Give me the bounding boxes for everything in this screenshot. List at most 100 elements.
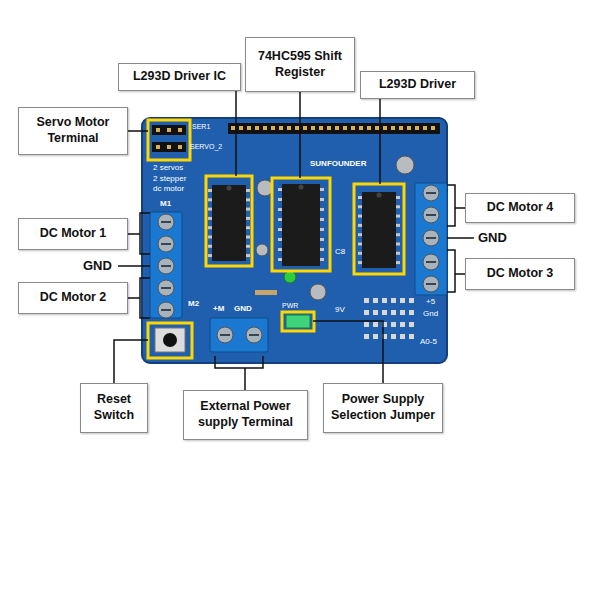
screw-slot	[249, 334, 259, 336]
header-hole	[400, 322, 405, 327]
chip-leg	[246, 217, 250, 220]
servo-pin	[167, 145, 171, 149]
callout-text: Servo Motor Terminal	[25, 115, 121, 146]
chip-leg	[208, 217, 212, 220]
capacitor	[256, 244, 268, 256]
screw	[423, 207, 439, 223]
header-pin	[335, 126, 339, 130]
chip-leg	[246, 198, 250, 201]
callout-text: DC Motor 3	[487, 266, 554, 282]
callout-text-group: External Power supply Terminal	[190, 399, 301, 430]
header-hole	[373, 322, 378, 327]
header-hole	[382, 298, 387, 303]
servo-pin	[178, 145, 182, 149]
header-hole	[400, 334, 405, 339]
reset-button-cap	[163, 333, 177, 347]
chip-leg	[320, 248, 324, 251]
screw	[423, 185, 439, 201]
chip-leg	[320, 188, 324, 191]
callout-box: DC Motor 4	[465, 193, 575, 223]
chip-leg	[320, 228, 324, 231]
header-pin	[327, 126, 331, 130]
leader-line	[128, 130, 148, 132]
header-hole	[391, 310, 396, 315]
chip-leg	[358, 233, 362, 236]
header-hole	[373, 298, 378, 303]
leader-line	[235, 91, 237, 176]
screw-terminal	[150, 212, 182, 318]
callout-box: 74HC595 Shift Register	[245, 37, 355, 92]
leader-line	[379, 99, 381, 184]
screw-slot	[426, 261, 436, 263]
screw-slot	[426, 283, 436, 285]
bracket	[447, 185, 465, 226]
chip-leg	[208, 189, 212, 192]
header-pin	[375, 126, 379, 130]
leader-line	[447, 237, 474, 239]
callout-text-group: Servo Motor Terminal	[25, 115, 121, 146]
chip-leg	[278, 218, 282, 221]
header-pin	[359, 126, 363, 130]
reset-button	[155, 328, 185, 352]
callout-text: Power Supply Selection Jumper	[330, 392, 436, 423]
header-hole	[364, 298, 369, 303]
callout-text: DC Motor 1	[40, 226, 107, 242]
screw	[423, 276, 439, 292]
chip-leg	[246, 226, 250, 229]
header-pin	[319, 126, 323, 130]
chip-leg	[396, 215, 400, 218]
chip-leg	[358, 224, 362, 227]
screw-terminal	[415, 183, 447, 295]
screw	[158, 236, 174, 252]
silkscreen-text: SERVO_2	[190, 143, 222, 150]
header-pin	[351, 126, 355, 130]
header-hole	[382, 310, 387, 315]
header-pin	[399, 126, 403, 130]
chip-notch	[227, 186, 232, 191]
servo-pin	[178, 128, 182, 132]
callout-box: L293D Driver	[360, 71, 475, 99]
silkscreen-text: SUNFOUNDER	[310, 160, 366, 168]
screw-slot	[161, 265, 171, 267]
leader-lines	[114, 91, 474, 390]
header-hole	[391, 298, 396, 303]
screw-slot	[161, 309, 171, 311]
chip-leg	[358, 196, 362, 199]
chip-leg	[396, 243, 400, 246]
callout-text: Reset Switch	[87, 392, 141, 423]
chip-leg	[246, 189, 250, 192]
silkscreen-text: Gnd	[423, 310, 438, 318]
chip-leg	[396, 196, 400, 199]
screw-slot	[161, 287, 171, 289]
chip-body	[362, 192, 396, 268]
callout-text-group: L293D Driver IC	[133, 69, 226, 85]
silkscreen-text: M1	[160, 200, 171, 208]
silkscreen-text: 2 stepper	[153, 175, 186, 183]
chip-leg	[358, 215, 362, 218]
callout-box: Servo Motor Terminal	[18, 107, 128, 155]
circuit-board	[142, 118, 447, 363]
header-hole	[373, 310, 378, 315]
silkscreen-text: GND	[234, 305, 252, 313]
header-pin	[287, 126, 291, 130]
header-pin	[431, 126, 435, 130]
chip-leg	[396, 252, 400, 255]
callout-text-group: L293D Driver	[379, 77, 456, 93]
chip-leg	[278, 248, 282, 251]
chip-leg	[278, 188, 282, 191]
callout-text: L293D Driver	[379, 77, 456, 93]
silkscreen-text: SER1	[192, 123, 210, 130]
chip-leg	[246, 236, 250, 239]
header-hole	[409, 334, 414, 339]
chip-notch	[299, 185, 304, 190]
screw	[158, 302, 174, 318]
screw-slot	[161, 243, 171, 245]
servo-pin	[167, 128, 171, 132]
silkscreen-text: +5	[426, 298, 435, 306]
chip-leg	[396, 233, 400, 236]
chip-leg	[208, 254, 212, 257]
screw	[423, 254, 439, 270]
resistor	[255, 290, 277, 295]
callout-box: Reset Switch	[80, 383, 148, 433]
